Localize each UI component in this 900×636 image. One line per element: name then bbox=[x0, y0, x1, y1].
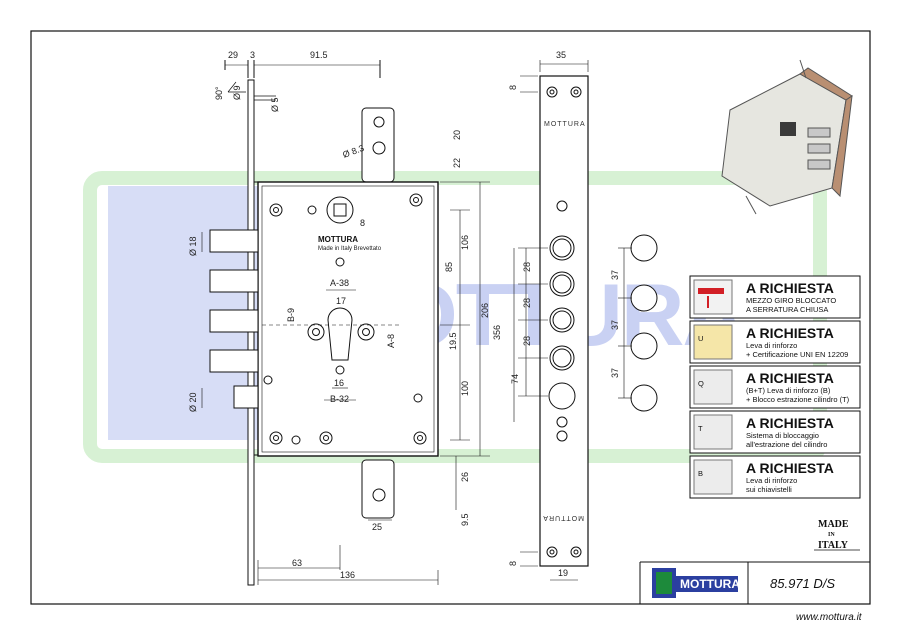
dim-dia-20: Ø 20 bbox=[188, 392, 198, 412]
lock-brand: MOTTURA bbox=[318, 235, 358, 244]
option-box-2: U A RICHIESTA Leva di rinforzo + Certifi… bbox=[689, 320, 861, 364]
dim-19-5: 19.5 bbox=[448, 332, 458, 350]
dim-a-8: A-8 bbox=[386, 334, 396, 348]
option-2-tag: U bbox=[698, 334, 703, 343]
dim-b-9: B-9 bbox=[286, 308, 296, 322]
dim-25: 25 bbox=[372, 522, 382, 532]
option-4-title: A RICHIESTA bbox=[746, 415, 834, 431]
dim-8-top: 8 bbox=[508, 85, 518, 90]
made-in-italy-l1: MADE bbox=[818, 519, 849, 530]
dim-37-b: 37 bbox=[610, 320, 620, 330]
made-in-italy-mark: MADE IN ITALY bbox=[814, 519, 860, 551]
dim-206: 206 bbox=[480, 303, 490, 318]
bolt-positions bbox=[630, 234, 658, 412]
lock-dim-lines bbox=[201, 181, 490, 585]
lock-body bbox=[209, 107, 439, 519]
dim-20-top: 20 bbox=[452, 130, 462, 140]
dim-dia-9: Ø 9 bbox=[232, 85, 242, 100]
dim-22: 22 bbox=[452, 158, 462, 168]
dim-28-b: 28 bbox=[522, 298, 532, 308]
option-3-line-1: (B+T) Leva di rinforzo (B) bbox=[746, 386, 831, 395]
dim-19: 19 bbox=[558, 568, 568, 578]
dim-sq-8: 8 bbox=[360, 218, 365, 228]
dim-3: 3 bbox=[250, 50, 255, 60]
option-4-tag: T bbox=[698, 424, 703, 433]
dim-37-a: 37 bbox=[610, 270, 620, 280]
dim-37-c: 37 bbox=[610, 368, 620, 378]
dim-356: 356 bbox=[492, 325, 502, 340]
dim-85: 85 bbox=[444, 262, 454, 272]
title-block: MOTTURA 85.971 D/S bbox=[639, 561, 870, 604]
dim-16: 16 bbox=[334, 378, 344, 388]
made-in-italy-l2: IN bbox=[828, 532, 835, 538]
option-2-title: A RICHIESTA bbox=[746, 325, 834, 341]
option-4-line-2: all'estrazione del cilindro bbox=[746, 440, 827, 449]
option-2-line-2: + Certificazione UNI EN 12209 bbox=[746, 350, 848, 359]
option-box-1: A RICHIESTA MEZZO GIRO BLOCCATO A SERRAT… bbox=[689, 275, 861, 319]
sheet-border bbox=[30, 30, 871, 605]
dim-35: 35 bbox=[556, 50, 566, 60]
option-box-4: T A RICHIESTA Sistema di bloccaggio all'… bbox=[689, 410, 861, 454]
dim-100: 100 bbox=[460, 381, 470, 396]
option-1-title: A RICHIESTA bbox=[746, 280, 834, 296]
option-3-line-2: + Blocco estrazione cilindro (T) bbox=[746, 395, 850, 404]
dim-9-5: 9.5 bbox=[460, 513, 470, 526]
dim-dia-18: Ø 18 bbox=[188, 236, 198, 256]
option-5-tag: B bbox=[698, 469, 703, 478]
dim-26: 26 bbox=[460, 472, 470, 482]
dim-dia-5: Ø 5 bbox=[270, 97, 280, 112]
dim-angle-90: 90° bbox=[214, 86, 224, 100]
plate-dim-lines bbox=[513, 60, 589, 581]
option-3-tag: Q bbox=[698, 379, 704, 388]
option-5-title: A RICHIESTA bbox=[746, 460, 834, 476]
option-5-line-2: sui chiavistelli bbox=[746, 485, 792, 494]
options-panel: A RICHIESTA MEZZO GIRO BLOCCATO A SERRAT… bbox=[689, 275, 861, 499]
plate-label-bottom: MOTTURA bbox=[542, 514, 584, 521]
dim-136: 136 bbox=[340, 570, 355, 580]
website: www.mottura.it bbox=[796, 612, 863, 623]
option-1-line-1: MEZZO GIRO BLOCCATO bbox=[746, 296, 836, 305]
dim-63: 63 bbox=[292, 558, 302, 568]
dim-a-38: A-38 bbox=[330, 278, 349, 288]
logo-text: MOTTURA bbox=[680, 577, 740, 591]
dim-91-5: 91.5 bbox=[310, 50, 328, 60]
front-plate bbox=[539, 75, 589, 567]
dim-b-32: B-32 bbox=[330, 394, 349, 404]
made-in-italy-l3: ITALY bbox=[818, 540, 849, 551]
dim-28-a: 28 bbox=[522, 262, 532, 272]
dim-29: 29 bbox=[228, 50, 238, 60]
lock-photo bbox=[721, 59, 853, 215]
option-box-3: Q A RICHIESTA (B+T) Leva di rinforzo (B)… bbox=[689, 365, 861, 409]
lock-made: Made in Italy Brevettato bbox=[318, 246, 382, 252]
bolt-dim-lines bbox=[618, 247, 632, 399]
option-3-title: A RICHIESTA bbox=[746, 370, 834, 386]
option-box-5: B A RICHIESTA Leva di rinforzo sui chiav… bbox=[689, 455, 861, 499]
option-5-line-1: Leva di rinforzo bbox=[746, 476, 797, 485]
dim-74: 74 bbox=[510, 374, 520, 384]
plate-label-top: MOTTURA bbox=[544, 121, 586, 128]
dim-17: 17 bbox=[336, 296, 346, 306]
option-1-line-2: A SERRATURA CHIUSA bbox=[746, 305, 828, 314]
product-code: 85.971 D/S bbox=[770, 576, 835, 591]
dim-106: 106 bbox=[460, 235, 470, 250]
dim-8-bottom: 8 bbox=[508, 561, 518, 566]
dim-28-c: 28 bbox=[522, 336, 532, 346]
option-4-line-1: Sistema di bloccaggio bbox=[746, 431, 819, 440]
option-2-line-1: Leva di rinforzo bbox=[746, 341, 797, 350]
